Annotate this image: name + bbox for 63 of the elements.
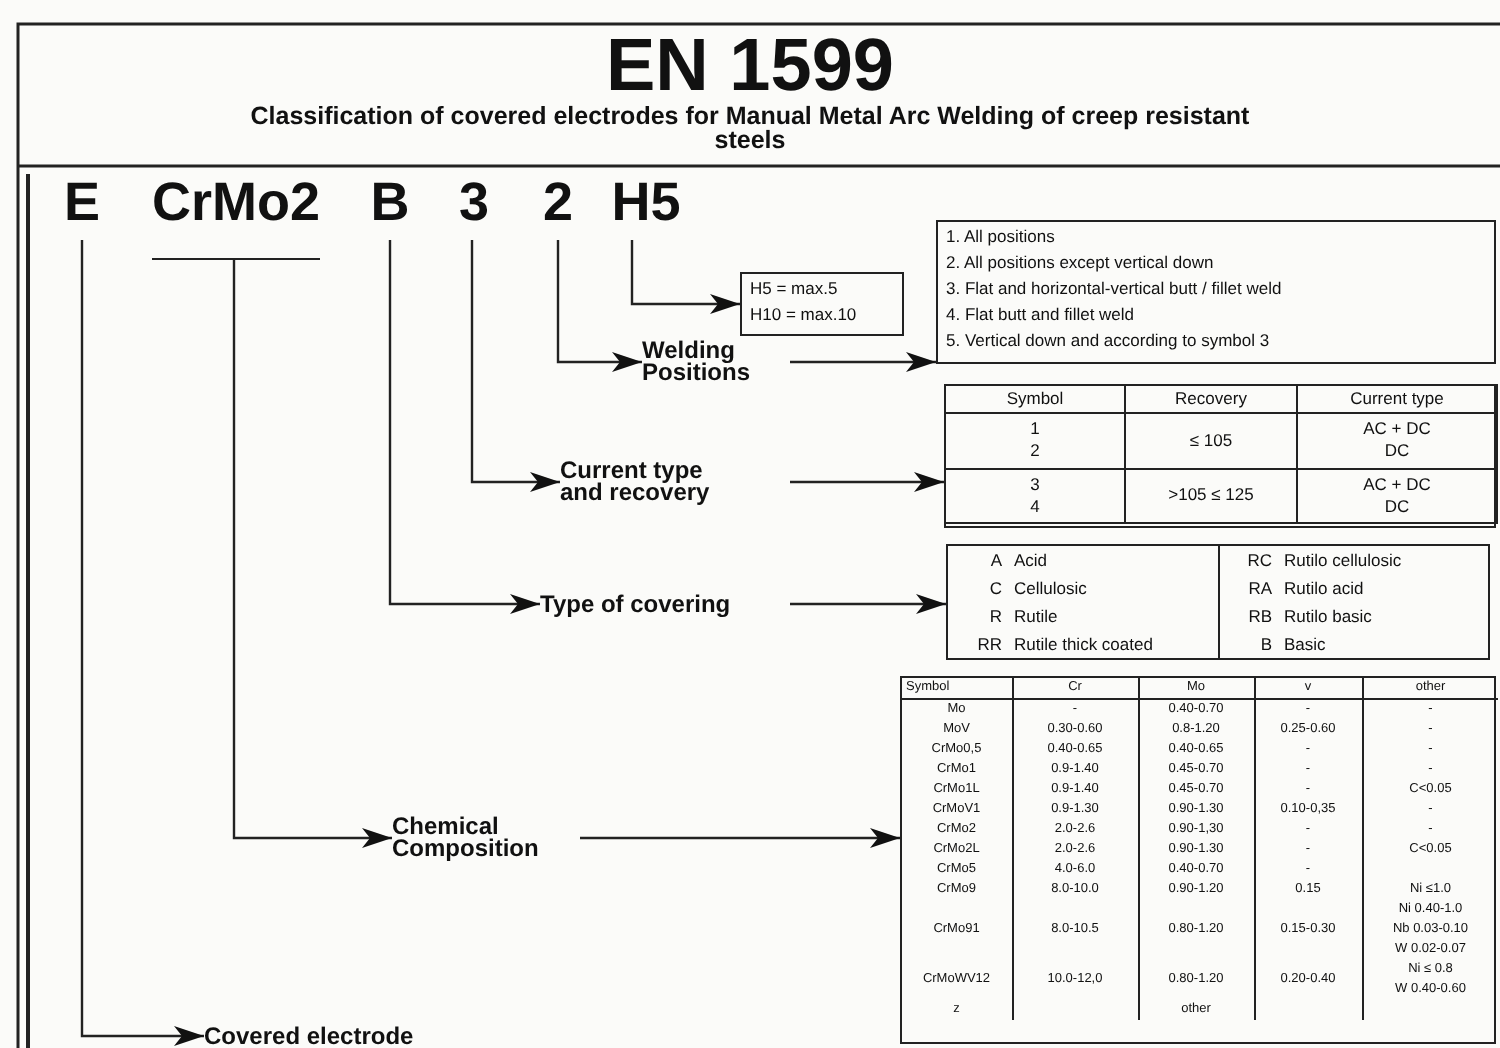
table-text: 1 — [1028, 418, 1042, 441]
arrow — [80, 240, 204, 1046]
list-item: 3. Flat and horizontal-vertical butt / fillet weld — [946, 276, 1284, 302]
info-box — [740, 272, 904, 336]
table-text: Acid — [1014, 548, 1050, 572]
table-text: R — [987, 604, 1002, 628]
arrow — [232, 260, 392, 848]
category-label: Type of covering — [540, 593, 733, 615]
table-text: RA — [1246, 576, 1272, 600]
title: EN 1599 — [604, 28, 896, 104]
arrow — [556, 240, 642, 372]
code-symbol: E — [60, 172, 104, 240]
category-label: Chemical Composition — [392, 816, 541, 860]
table-text: 4 — [1028, 495, 1042, 518]
arrow — [630, 240, 740, 314]
table-text: RC — [1245, 548, 1272, 572]
list-item: H10 = max.10 — [750, 302, 859, 328]
table-text: AC + DC — [1361, 473, 1433, 496]
table-text: C — [987, 576, 1002, 600]
arrow — [388, 240, 540, 614]
arrow — [470, 240, 560, 492]
table-text: DC — [1382, 495, 1412, 518]
table-text: Rutilo acid — [1284, 576, 1366, 600]
table-text: DC — [1382, 440, 1412, 463]
list-item: 5. Vertical down and according to symbol 3 — [946, 328, 1272, 354]
category-label: Welding Positions — [642, 340, 753, 384]
table-text: RB — [1246, 604, 1272, 628]
table-text: Rutilo basic — [1284, 604, 1374, 628]
arrow — [790, 352, 936, 372]
info-box — [936, 220, 1496, 364]
table-text: Rutile thick coated — [1014, 632, 1155, 656]
arrow — [580, 828, 900, 848]
table-text: Basic — [1284, 632, 1328, 656]
code-symbol: 3 — [454, 172, 494, 240]
table-text: RR — [975, 632, 1002, 656]
table-text: Cellulosic — [1014, 576, 1089, 600]
code-symbol: B — [368, 172, 412, 240]
data-table — [944, 384, 1496, 528]
list-item: 4. Flat butt and fillet weld — [946, 302, 1137, 328]
data-table — [900, 676, 1496, 1044]
column-header: Current type — [1348, 388, 1446, 411]
code-symbol: H5 — [606, 172, 686, 240]
table-text: Rutile — [1014, 604, 1060, 628]
column-header: Recovery — [1173, 388, 1249, 411]
table-text: >105 ≤ 125 — [1166, 484, 1256, 507]
list-item: 2. All positions except vertical down — [946, 250, 1216, 276]
table-text: B — [1258, 632, 1272, 656]
table-text: AC + DC — [1361, 418, 1433, 441]
category-label: Current type and recovery — [560, 460, 712, 504]
code-symbol: 2 — [538, 172, 578, 240]
list-item: 1. All positions — [946, 224, 1057, 250]
data-table — [946, 544, 1490, 660]
table-text: A — [988, 548, 1002, 572]
column-header: Symbol — [1004, 388, 1066, 411]
list-item: H5 = max.5 — [750, 276, 840, 302]
table-text: ≤ 105 — [1187, 429, 1235, 452]
arrow — [790, 594, 946, 614]
table-text: 3 — [1028, 473, 1042, 496]
category-label: Covered electrode — [204, 1025, 416, 1047]
arrow — [790, 472, 944, 492]
subtitle: Classification of covered electrodes for Manual Metal Arc Welding of creep resistant steels — [248, 104, 1252, 152]
table-text: 2 — [1028, 440, 1042, 463]
table-text: Rutilo cellulosic — [1284, 548, 1404, 572]
